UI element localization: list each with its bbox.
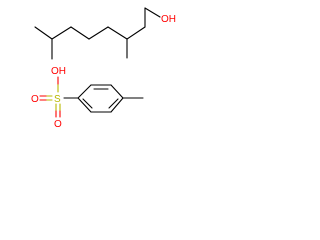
molecule-tosic-acid [63,84,144,113]
bond [110,84,124,99]
bond [107,26,128,40]
bond [51,26,72,40]
bond [77,84,92,99]
sulfur-label: S [54,94,61,105]
bond [144,7,161,18]
bond [70,26,90,40]
double-bond-inner [82,98,93,109]
sulfonic-hydroxyl-label: OH [51,66,66,77]
bond [88,26,109,40]
sulfonyl-bonds [39,76,61,118]
chemical-structure-canvas: OH OH S O O [31,7,176,130]
hydroxyl-label: OH [161,14,176,25]
bond [77,97,92,113]
bond [110,97,124,113]
oxygen-label-bottom: O [54,119,62,130]
double-bond-inner [108,98,119,109]
oxygen-label-left: O [31,94,39,105]
molecule-dimethyloctanol [34,7,161,60]
bond [126,26,146,40]
bond [34,26,53,40]
